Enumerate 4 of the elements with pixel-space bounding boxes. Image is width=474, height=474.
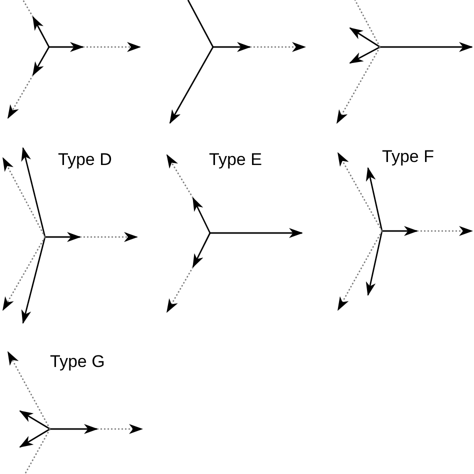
panel-label: Type G — [50, 352, 105, 372]
panel-label: Type D — [58, 150, 112, 170]
panel-label: Type E — [209, 150, 262, 170]
panel-label: Type F — [382, 147, 434, 167]
